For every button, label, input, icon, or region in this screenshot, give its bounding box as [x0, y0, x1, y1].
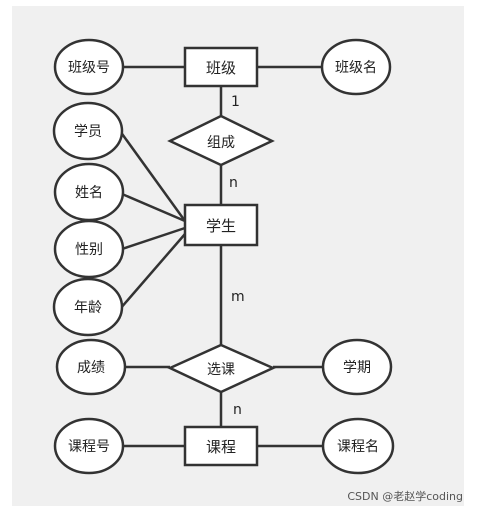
attribute-score: 成绩: [55, 338, 127, 396]
attribute-gender: 性别: [53, 219, 125, 279]
watermark: CSDN @老赵学coding: [347, 490, 463, 503]
attribute-member: 学员: [52, 101, 124, 161]
entity-course: 课程: [183, 425, 259, 467]
attribute-score-label: 成绩: [77, 360, 105, 376]
attribute-member-label: 学员: [74, 124, 102, 140]
entity-class-label: 班级: [206, 59, 236, 77]
attribute-class-name: 班级名: [320, 38, 392, 96]
line-gender: [121, 226, 186, 251]
relationship-compose: 组成: [167, 114, 275, 167]
line-name: [121, 192, 186, 223]
attribute-term: 学期: [321, 338, 393, 396]
line-member: [118, 130, 187, 222]
cardinality-compose-student: n: [229, 175, 238, 191]
attribute-class-no: 班级号: [53, 38, 125, 96]
attribute-course-no: 课程号: [53, 417, 125, 475]
attribute-course-name: 课程名: [321, 417, 395, 475]
attribute-class-no-label: 班级号: [68, 60, 110, 76]
attribute-age: 年龄: [52, 277, 124, 337]
attribute-age-label: 年龄: [74, 300, 102, 316]
attribute-class-name-label: 班级名: [335, 60, 377, 76]
entity-student: 学生: [183, 203, 259, 247]
attribute-term-label: 学期: [343, 360, 371, 376]
attribute-name-label: 姓名: [75, 185, 103, 201]
cardinality-class-compose: 1: [231, 94, 240, 110]
attribute-name: 姓名: [53, 162, 125, 222]
cardinality-student-select: m: [231, 289, 245, 305]
relationship-select-course-label: 选课: [207, 362, 235, 378]
connector-lines: [118, 65, 323, 448]
attribute-course-name-label: 课程名: [337, 439, 379, 455]
line-age: [119, 233, 186, 310]
entity-student-label: 学生: [206, 217, 236, 235]
cardinality-select-course: n: [233, 402, 242, 418]
attribute-course-no-label: 课程号: [68, 439, 110, 455]
relationship-compose-label: 组成: [207, 135, 235, 151]
relationship-select-course: 选课: [167, 343, 277, 394]
attribute-gender-label: 性别: [75, 242, 103, 258]
entity-course-label: 课程: [206, 438, 236, 456]
entity-class: 班级: [183, 46, 259, 88]
